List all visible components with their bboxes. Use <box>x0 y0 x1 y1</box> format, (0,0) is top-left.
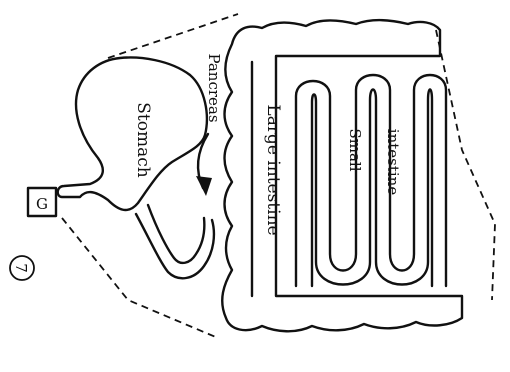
pancreas-label: Pancreas <box>205 53 223 122</box>
diagram-number: 7 <box>12 263 30 273</box>
duodenum-loop <box>136 205 214 278</box>
small-intestine-word-label: intestine <box>384 129 402 196</box>
large-intestine-label: Large intestine <box>263 104 283 235</box>
stomach-label: Stomach <box>133 102 153 177</box>
gland-label: G <box>36 195 48 213</box>
boundary-bottom-dashed <box>62 218 218 338</box>
small-intestine-outline <box>296 75 446 286</box>
pancreas-arrowhead <box>196 176 212 196</box>
boundary-top-dashed <box>108 14 238 58</box>
small-label: Small <box>346 128 364 171</box>
stomach-shape <box>58 58 207 210</box>
